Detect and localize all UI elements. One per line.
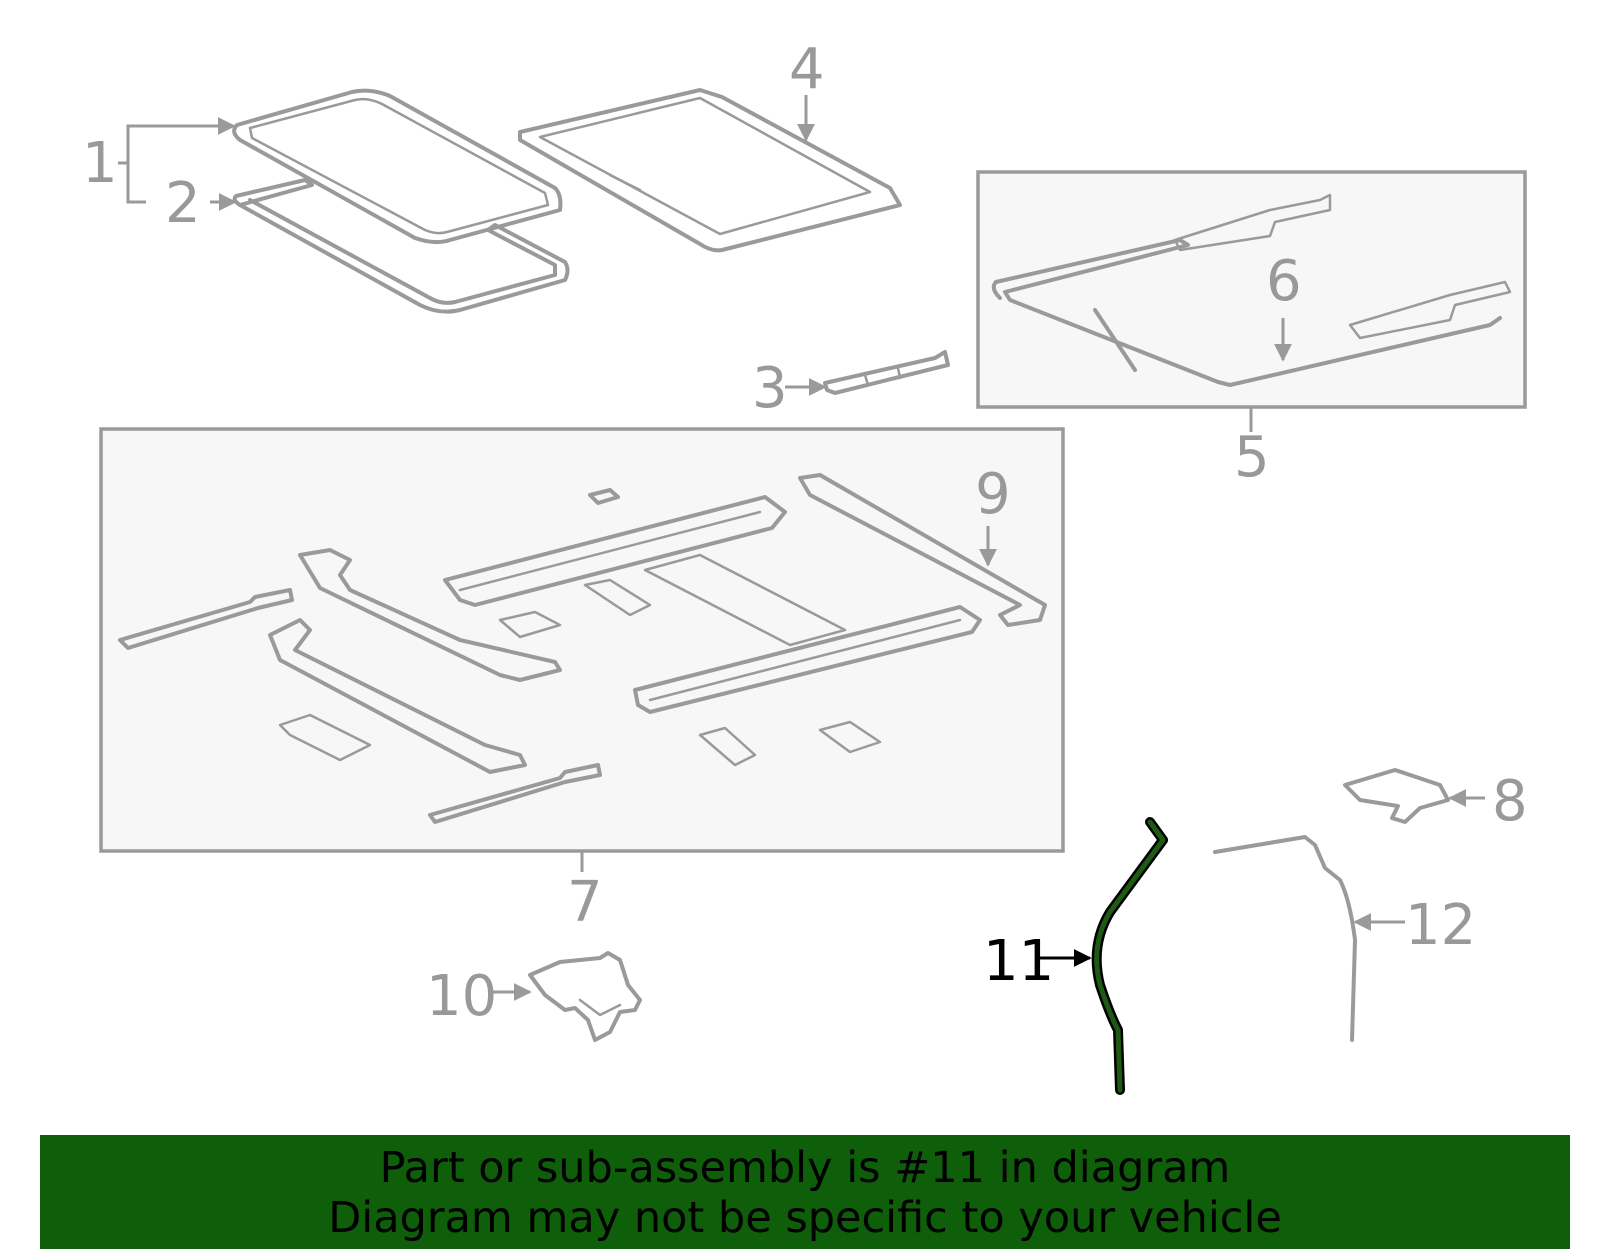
part-7-housing-contents xyxy=(118,473,1047,824)
part-4-sunshade xyxy=(518,88,902,253)
banner-line-1: Part or sub-assembly is #11 in diagram xyxy=(379,1143,1231,1193)
part-1-glass-panel xyxy=(232,88,563,245)
callout-4: 4 xyxy=(789,37,825,102)
callout-2: 2 xyxy=(165,171,201,236)
callout-9: 9 xyxy=(975,462,1011,527)
part-12-drain-hose xyxy=(1213,835,1357,1042)
part-8-bracket xyxy=(1343,768,1450,824)
part-10-motor xyxy=(528,951,642,1042)
callout-3: 3 xyxy=(752,356,788,421)
leader-lines xyxy=(118,95,1485,1001)
callout-7: 7 xyxy=(567,870,603,935)
callout-6: 6 xyxy=(1266,249,1302,314)
assembly-5-box xyxy=(976,170,1527,409)
info-banner: Part or sub-assembly is #11 in diagram D… xyxy=(40,1135,1570,1249)
callout-12: 12 xyxy=(1405,893,1476,958)
callout-1: 1 xyxy=(82,131,118,196)
callout-11: 11 xyxy=(983,929,1054,994)
assembly-7-box xyxy=(99,427,1065,853)
part-5-frame-contents xyxy=(991,193,1512,387)
part-11-drain-hose-highlighted xyxy=(1091,817,1168,1095)
callout-5: 5 xyxy=(1234,425,1270,490)
banner-line-2: Diagram may not be specific to your vehi… xyxy=(328,1193,1282,1243)
callout-10: 10 xyxy=(426,964,497,1029)
part-3-bracket xyxy=(823,350,950,395)
callout-8: 8 xyxy=(1492,769,1528,834)
part-2-weatherstrip xyxy=(232,178,570,314)
